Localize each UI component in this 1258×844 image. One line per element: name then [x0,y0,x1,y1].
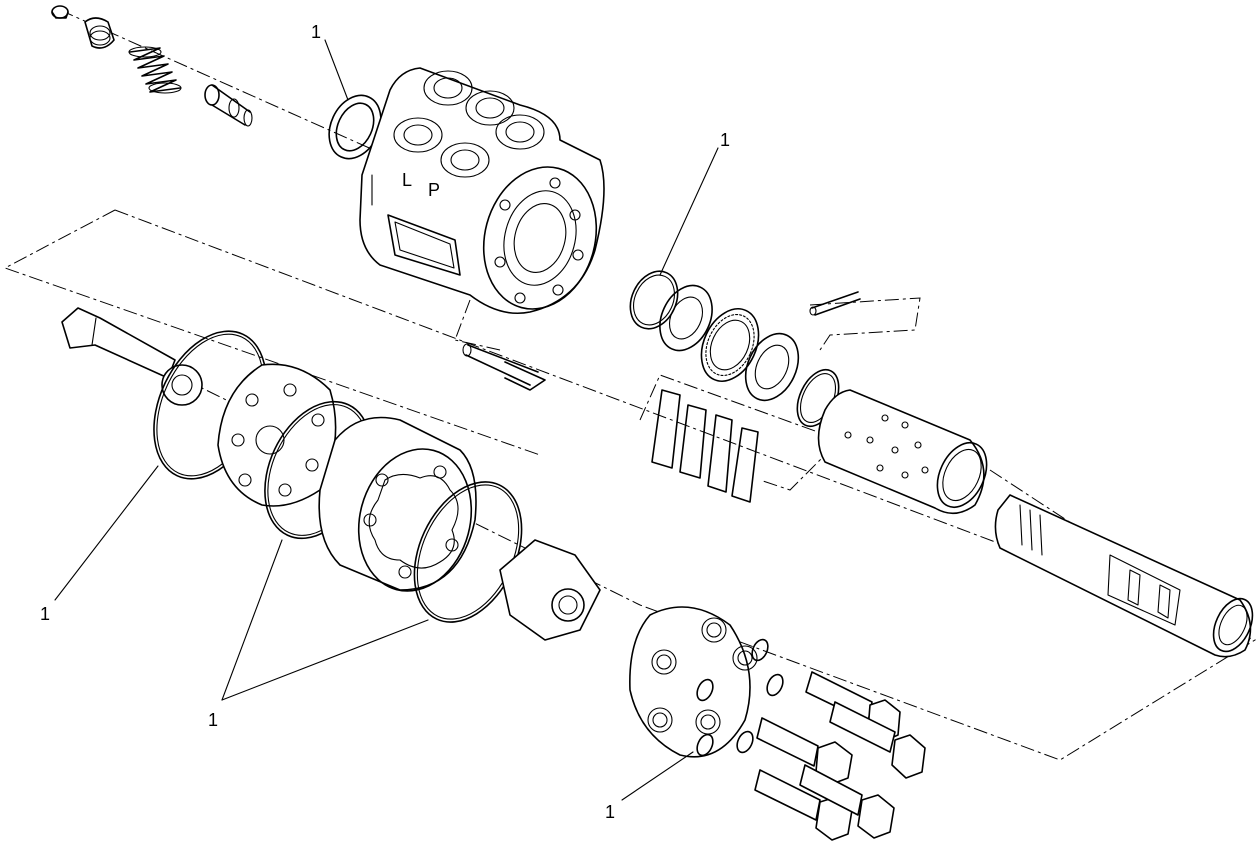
valve-sleeve [817,389,988,515]
bolt-5 [799,764,895,839]
endcap-seal-rings [696,638,784,757]
valve-plug [84,17,115,49]
valve-cap [51,5,69,19]
cap-bolts [754,671,926,841]
bolt-2 [829,701,926,779]
end-cap [629,606,758,758]
callout-gerotor-seal: 1 [40,465,159,624]
valve-poppet [204,84,253,127]
gerotor-rotor [499,539,601,641]
callout-body-seal: 1 [311,22,349,101]
valve-housing: L P [359,67,605,315]
spacer-plate [217,363,337,507]
svg-text:1: 1 [720,130,730,150]
callout-stator-seals: 1 [208,539,429,730]
gerotor-stator [318,416,477,592]
spring-pin [462,343,546,391]
valve-spool [994,494,1254,658]
svg-text:1: 1 [311,22,321,42]
bearing-stack [629,270,840,428]
centering-springs [651,389,759,503]
spline-gear [161,364,203,406]
bolt-3 [756,717,853,785]
callout-bearing-rings: 1 [659,130,730,276]
drive-shaft [61,307,176,379]
port-label-p: P [428,180,440,200]
callouts: 1 1 1 1 1 [40,22,730,822]
port-label-l: L [402,170,412,190]
cross-pin [809,291,861,316]
callout-endcap-seals: 1 [605,751,694,822]
svg-text:1: 1 [605,802,615,822]
valve-spring [128,46,182,94]
svg-text:1: 1 [208,710,218,730]
svg-text:1: 1 [40,604,50,624]
